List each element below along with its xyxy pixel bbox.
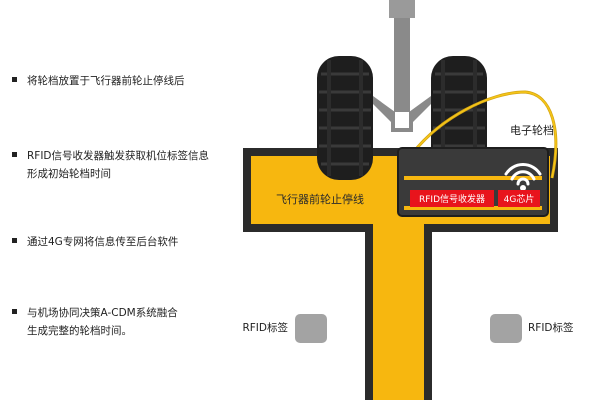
bullet-item: 通过4G专网将信息传至后台软件	[12, 233, 178, 251]
4g-chip-label: 4G芯片	[504, 193, 535, 205]
bullet-item: RFID信号收发器触发获取机位标签信息 形成初始轮档时间	[12, 147, 209, 183]
wifi-signal-icon	[504, 163, 542, 186]
bullet-text: RFID信号收发器触发获取机位标签信息 形成初始轮档时间	[27, 150, 210, 180]
bullet-item: 与机场协同决策A-CDM系统融合 生成完整的轮档时间。	[12, 304, 178, 340]
bullet-square-icon	[12, 309, 17, 314]
bullet-list: 将轮档放置于飞行器前轮止停线后 RFID信号收发器触发获取机位标签信息 形成初始…	[12, 0, 242, 400]
bullet-square-icon	[12, 77, 17, 82]
rfid-tag-right-icon	[490, 314, 522, 343]
bullet-square-icon	[12, 238, 17, 243]
rfid-tag-left-label: RFID标签	[242, 321, 288, 334]
stop-line-label: 飞行器前轮止停线	[276, 192, 364, 206]
rfid-tag-right-label: RFID标签	[528, 321, 574, 334]
gear-axle	[373, 96, 431, 132]
bullet-text: 将轮档放置于飞行器前轮止停线后	[27, 75, 185, 87]
bullet-text: 与机场协同决策A-CDM系统融合 生成完整的轮档时间。	[27, 307, 178, 337]
gear-strut	[394, 0, 410, 112]
bullet-square-icon	[12, 152, 17, 157]
gear-strut-top	[389, 0, 415, 18]
rfid-transceiver-box	[410, 190, 494, 207]
rfid-tag-left-icon	[295, 314, 327, 343]
rfid-transceiver-label: RFID信号收发器	[419, 193, 485, 205]
bullet-item: 将轮档放置于飞行器前轮止停线后	[12, 72, 185, 90]
left-tire-icon	[317, 56, 373, 180]
4g-chip-box	[498, 190, 540, 207]
electronic-chock-label: 电子轮档	[510, 123, 554, 137]
bullet-text: 通过4G专网将信息传至后台软件	[27, 236, 179, 248]
